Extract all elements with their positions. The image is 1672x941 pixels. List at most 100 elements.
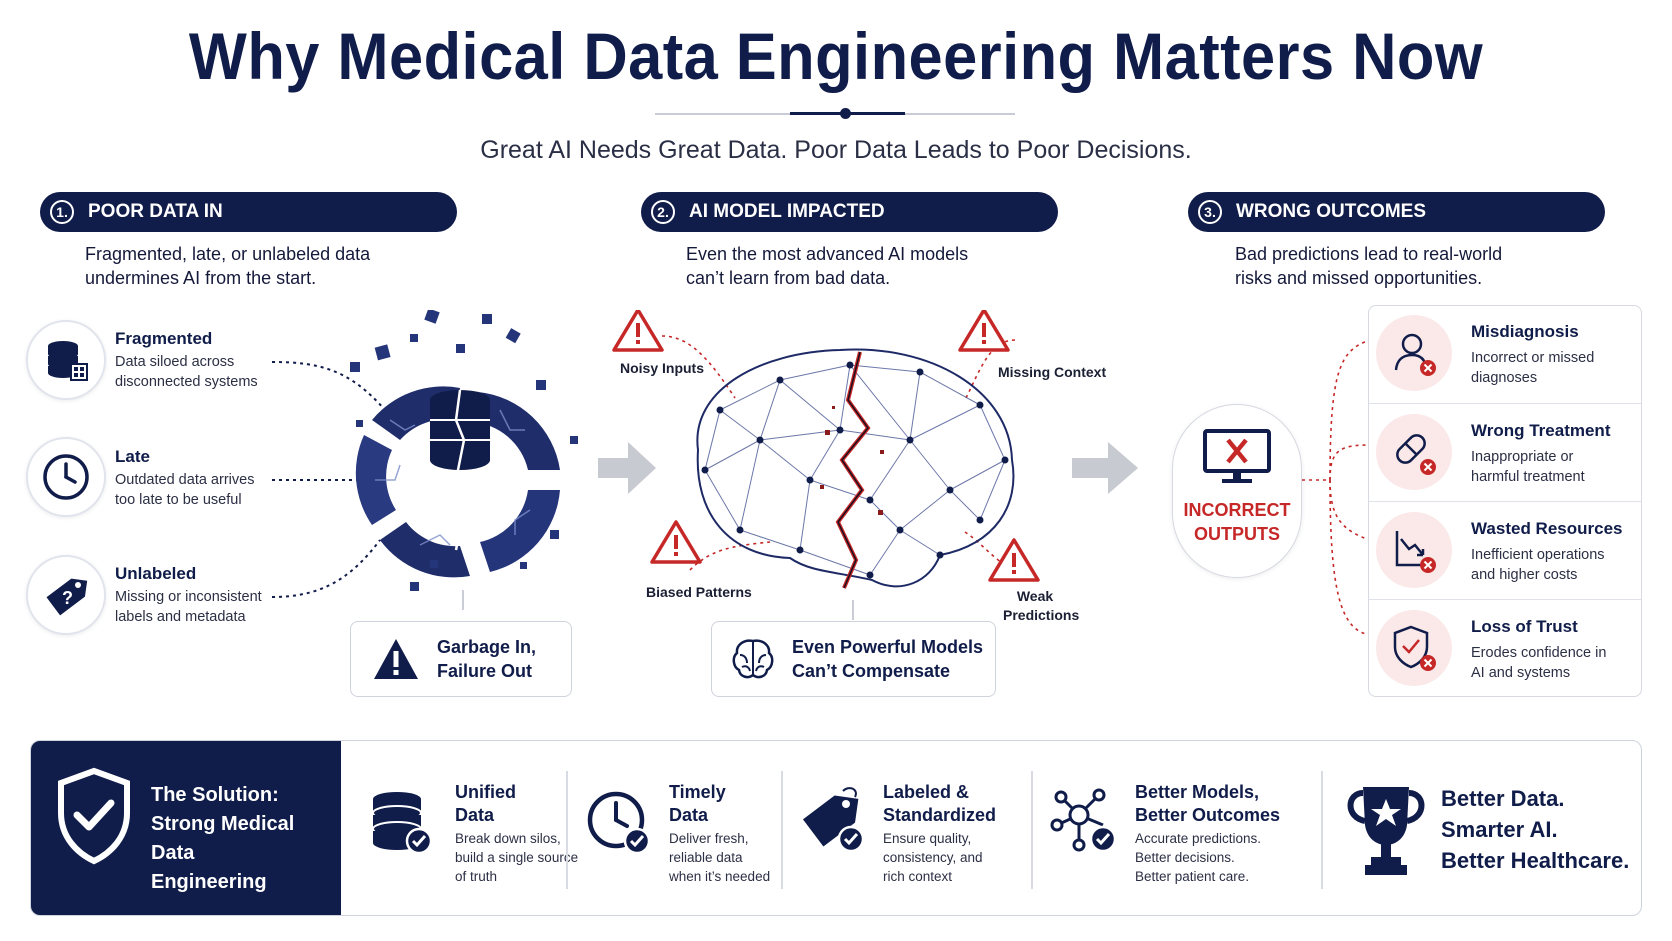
outcome-misdiagnosis: Misdiagnosis Incorrect or missed diagnos… <box>1369 306 1641 401</box>
outcomes-panel: Misdiagnosis Incorrect or missed diagnos… <box>1368 305 1642 697</box>
outcome-description: Erodes confidence in AI and systems <box>1471 643 1636 683</box>
incorrect-outputs-label: INCORRECT OUTPUTS <box>1172 498 1302 546</box>
trophy-icon <box>1347 787 1425 875</box>
solution-item-description: Break down silos, build a single source … <box>455 829 578 886</box>
outcome-description: Inappropriate or harmful treatment <box>1471 447 1636 487</box>
outcome-divider <box>1369 501 1641 502</box>
garbage-in-line: Garbage In, <box>437 637 537 657</box>
outcome-desc-line: Erodes confidence in <box>1471 645 1607 661</box>
step-1-number: 1. <box>50 200 74 224</box>
brain-icon <box>732 639 774 679</box>
step-1-desc-line: undermines AI from the start. <box>85 268 317 288</box>
solution-desc-line: Deliver fresh, <box>669 831 749 846</box>
biased-patterns-label: Biased Patterns <box>646 584 752 600</box>
garbage-in-text: Garbage In, Failure Out <box>437 635 536 683</box>
solution-desc-line: Better decisions. <box>1135 850 1235 865</box>
clock-icon <box>26 437 106 517</box>
shield-check-icon <box>58 767 130 865</box>
incorrect-outputs-line: OUTPUTS <box>1193 524 1280 544</box>
fragmented-desc-line: disconnected systems <box>115 374 258 390</box>
clock-check-icon <box>587 791 651 855</box>
step-2-label: AI MODEL IMPACTED <box>689 201 885 222</box>
database-check-icon <box>372 792 433 855</box>
weak-predictions-label: Weak Predictions <box>1003 587 1079 625</box>
outcomes-connector <box>1302 339 1371 636</box>
solution-title-line: Better Outcomes <box>1135 805 1281 825</box>
cracked-brain-network-illustration <box>612 310 1040 620</box>
step-3-label: WRONG OUTCOMES <box>1236 201 1426 222</box>
tag-check-icon <box>802 787 865 853</box>
step-2-desc-line: Even the most advanced AI models <box>686 244 969 264</box>
step-2-number: 2. <box>651 200 675 224</box>
solution-item-title: Unified Data <box>455 781 516 827</box>
arrow-right-icon <box>1072 442 1138 494</box>
step-1-label: POOR DATA IN <box>88 201 223 222</box>
outcome-title: Wasted Resources <box>1471 519 1623 538</box>
outcome-divider <box>1369 403 1641 404</box>
unlabeled-description: Missing or inconsistent labels and metad… <box>115 587 262 627</box>
solution-title-line: Labeled & <box>883 782 970 802</box>
outcome-title: Misdiagnosis <box>1471 322 1579 341</box>
solution-item-title: Timely Data <box>669 781 726 827</box>
late-description: Outdated data arrives too late to be use… <box>115 470 254 510</box>
solution-title-line: Timely <box>669 782 726 802</box>
powerful-models-text: Even Powerful Models Can’t Compensate <box>792 635 983 683</box>
weak-predictions-line: Weak <box>1016 588 1054 604</box>
chart-down-icon <box>1376 512 1452 588</box>
late-desc-line: too late to be useful <box>115 492 242 508</box>
powerful-models-line: Even Powerful Models <box>792 637 984 657</box>
solution-heading: The Solution: Strong Medical Data Engine… <box>151 781 336 897</box>
outcome-title: Loss of Trust <box>1471 617 1578 636</box>
solution-item-description: Accurate predictions. Better decisions. … <box>1135 829 1261 886</box>
garbage-in-line: Failure Out <box>437 661 533 681</box>
final-slogan-line: Better Healthcare. <box>1441 848 1630 873</box>
outcome-desc-line: Inappropriate or <box>1471 449 1574 465</box>
page-title: Why Medical Data Engineering Matters Now <box>188 19 1484 93</box>
late-title: Late <box>115 447 150 466</box>
step-3-description: Bad predictions lead to real-world risks… <box>1235 242 1502 290</box>
step-2-description: Even the most advanced AI models can’t l… <box>686 242 968 290</box>
solution-desc-line: Ensure quality, <box>883 831 972 846</box>
final-slogan: Better Data. Smarter AI. Better Healthca… <box>1441 783 1629 876</box>
unlabeled-title: Unlabeled <box>115 564 197 583</box>
database-icon <box>26 320 106 400</box>
person-icon <box>1376 315 1452 391</box>
solution-header-panel: The Solution: Strong Medical Data Engine… <box>31 741 341 915</box>
outcome-desc-line: Inefficient operations <box>1471 547 1605 563</box>
solution-title-line: Unified <box>455 782 516 802</box>
outcome-description: Incorrect or missed diagnoses <box>1471 348 1636 388</box>
broken-data-illustration <box>271 310 578 610</box>
outcome-wrong-treatment: Wrong Treatment Inappropriate or harmful… <box>1369 405 1641 500</box>
solution-desc-line: Break down silos, <box>455 831 561 846</box>
fragmented-desc-line: Data siloed across <box>115 354 235 370</box>
powerful-models-callout: Even Powerful Models Can’t Compensate <box>711 621 996 697</box>
solution-desc-line: Better patient care. <box>1135 869 1250 884</box>
outcome-desc-line: Incorrect or missed <box>1471 350 1595 366</box>
outcome-wasted-resources: Wasted Resources Inefficient operations … <box>1369 503 1641 598</box>
monitor-error-icon <box>1203 429 1271 483</box>
powerful-models-line: Can’t Compensate <box>792 661 951 681</box>
solution-desc-line: reliable data <box>669 850 743 865</box>
final-slogan-line: Smarter AI. <box>1441 817 1558 842</box>
final-slogan-line: Better Data. <box>1441 786 1565 811</box>
solution-desc-line: when it’s needed <box>669 869 771 884</box>
garbage-in-callout: Garbage In, Failure Out <box>350 621 572 697</box>
pill-icon <box>1376 414 1452 490</box>
noisy-inputs-label: Noisy Inputs <box>620 360 705 376</box>
solution-title-line: Data <box>669 805 709 825</box>
incorrect-outputs-line: INCORRECT <box>1183 500 1291 520</box>
solution-heading-line: Strong Medical Data <box>151 813 295 864</box>
step-1-description: Fragmented, late, or unlabeled data unde… <box>85 242 370 290</box>
shield-check-icon <box>1376 610 1452 686</box>
step-3-number: 3. <box>1198 200 1222 224</box>
svg-text:?: ? <box>62 588 73 608</box>
solution-desc-line: Accurate predictions. <box>1135 831 1262 846</box>
solution-item-description: Ensure quality, consistency, and rich co… <box>883 829 983 886</box>
solution-divider <box>566 771 568 889</box>
solution-desc-line: build a single source <box>455 850 579 865</box>
missing-context-label: Missing Context <box>998 364 1107 380</box>
arrow-right-icon <box>598 442 656 494</box>
solution-item-title: Better Models, Better Outcomes <box>1135 781 1280 827</box>
solution-heading-line: Engineering <box>151 871 267 893</box>
outcome-title: Wrong Treatment <box>1471 421 1611 440</box>
